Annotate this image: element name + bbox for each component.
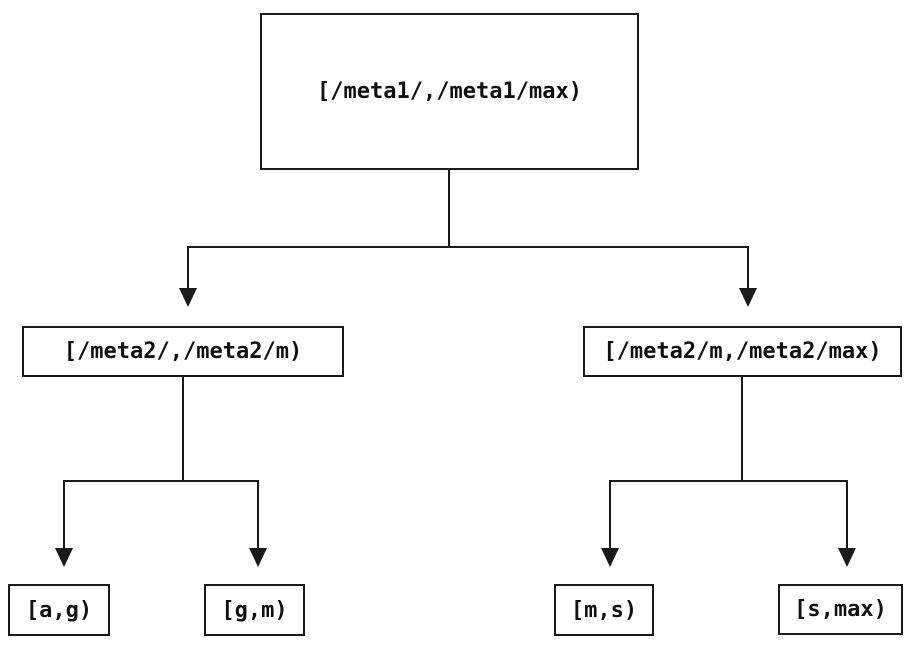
- tree-node-left-right-label: [g,m): [221, 597, 288, 623]
- arrow-down-icon: [179, 288, 197, 307]
- arrow-down-icon: [55, 548, 73, 567]
- arrow-down-icon: [601, 548, 619, 567]
- arrow-down-icon: [838, 548, 856, 567]
- tree-node-left-right: [g,m): [204, 584, 305, 636]
- arrow-down-icon: [739, 288, 757, 307]
- edge-left-to-leftleft-drop-line: [63, 481, 65, 548]
- arrow-down-icon: [249, 548, 267, 567]
- edge-root-stem-line: [448, 170, 450, 247]
- edge-left-to-leftright-drop-line: [257, 481, 259, 548]
- edge-left-crossbar-line: [63, 480, 259, 482]
- edge-root-to-right-drop-line: [747, 247, 749, 289]
- tree-node-right-label: [/meta2/m,/meta2/max): [603, 339, 882, 364]
- tree-node-left-left: [a,g): [8, 584, 110, 636]
- tree-node-root: [/meta1/,/meta1/max): [260, 13, 639, 170]
- tree-node-right-right-label: [s,max): [794, 597, 887, 622]
- tree-node-left-label: [/meta2/,/meta2/m): [63, 339, 303, 364]
- tree-node-left-left-label: [a,g): [25, 597, 93, 623]
- edge-root-to-left-drop-line: [187, 247, 189, 289]
- tree-node-right: [/meta2/m,/meta2/max): [583, 326, 902, 377]
- edge-left-stem-line: [182, 377, 184, 481]
- tree-node-left: [/meta2/,/meta2/m): [22, 326, 344, 377]
- tree-node-right-left: [m,s): [554, 584, 654, 636]
- tree-node-right-left-label: [m,s): [570, 597, 638, 623]
- tree-node-root-label: [/meta1/,/meta1/max): [317, 79, 582, 104]
- tree-node-right-right: [s,max): [778, 584, 903, 635]
- edge-right-to-rightright-drop-line: [846, 481, 848, 548]
- edge-right-to-rightleft-drop-line: [609, 481, 611, 548]
- edge-right-stem-line: [741, 377, 743, 481]
- edge-root-crossbar-line: [187, 246, 749, 248]
- edge-right-crossbar-line: [609, 480, 848, 482]
